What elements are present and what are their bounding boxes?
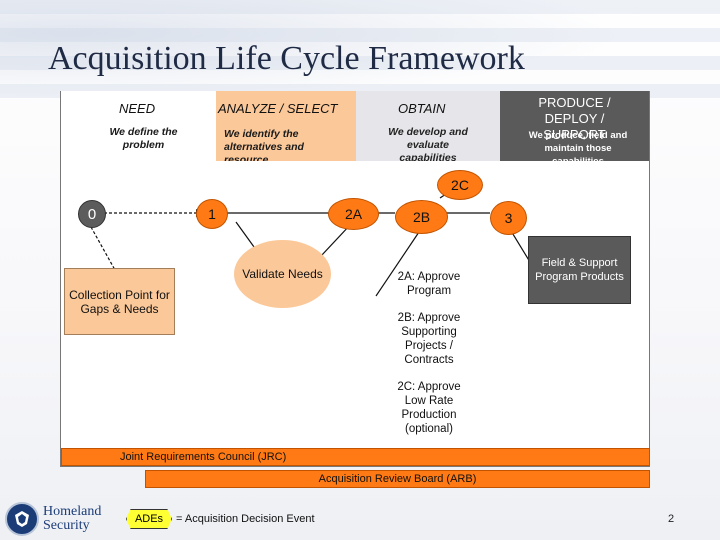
phase-analyze-label: ANALYZE / SELECT (218, 101, 338, 116)
phase-obtain-label: OBTAIN (398, 101, 446, 116)
approval-2a: 2A: Approve Program (397, 271, 461, 297)
ades-symbol: ADEs (126, 509, 172, 529)
phase-produce-label: PRODUCE / DEPLOY / SUPPORT (538, 95, 611, 142)
phase-analyze: ANALYZE / SELECT We identify the alterna… (216, 91, 356, 161)
phase-need: NEED We define the problem (61, 91, 216, 161)
legend: ADEs = Acquisition Decision Event (126, 509, 315, 529)
event-2b-circle: 2B (395, 200, 448, 234)
phase-analyze-desc: We identify the alternatives and resourc… (224, 128, 304, 161)
page-number: 2 (668, 513, 675, 525)
phase-need-desc: We define the problem (109, 126, 178, 151)
event-2c-circle: 2C (437, 170, 483, 200)
phase-obtain: OBTAIN We develop and evaluate capabilit… (356, 91, 500, 161)
phase-need-label: NEED (119, 101, 156, 116)
legend-text: = Acquisition Decision Event (176, 513, 315, 525)
approval-list: 2A: Approve Program 2B: Approve Supporti… (388, 270, 470, 449)
approval-2c: 2C: Approve Low Rate Production (optiona… (397, 381, 461, 435)
event-3-circle: 3 (490, 201, 527, 235)
validate-needs-oval: Validate Needs (234, 240, 331, 308)
slide-title: Acquisition Life Cycle Framework (48, 40, 525, 77)
phase-produce: PRODUCE / DEPLOY / SUPPORT We produce, f… (500, 91, 649, 161)
dhs-wordmark: Homeland Security (43, 505, 101, 533)
collection-point-box: Collection Point for Gaps & Needs (64, 268, 175, 335)
dhs-logo: Homeland Security (5, 502, 101, 536)
dhs-wordmark-line2: Security (43, 518, 90, 533)
field-support-box: Field & Support Program Products (528, 236, 631, 304)
arb-bar: Acquisition Review Board (ARB) (145, 470, 650, 488)
dhs-wordmark-line1: Homeland (43, 504, 102, 519)
event-2a-circle: 2A (328, 198, 379, 230)
approval-2b: 2B: Approve Supporting Projects / Contra… (397, 312, 461, 366)
jrc-bar: Joint Requirements Council (JRC) (61, 448, 650, 466)
event-1-circle: 1 (196, 199, 228, 229)
phase-obtain-desc: We develop and evaluate capabilities (388, 126, 468, 161)
event-0-circle: 0 (78, 200, 106, 228)
phase-produce-desc: We produce, field and maintain those cap… (528, 130, 628, 161)
dhs-seal-icon (5, 502, 39, 536)
